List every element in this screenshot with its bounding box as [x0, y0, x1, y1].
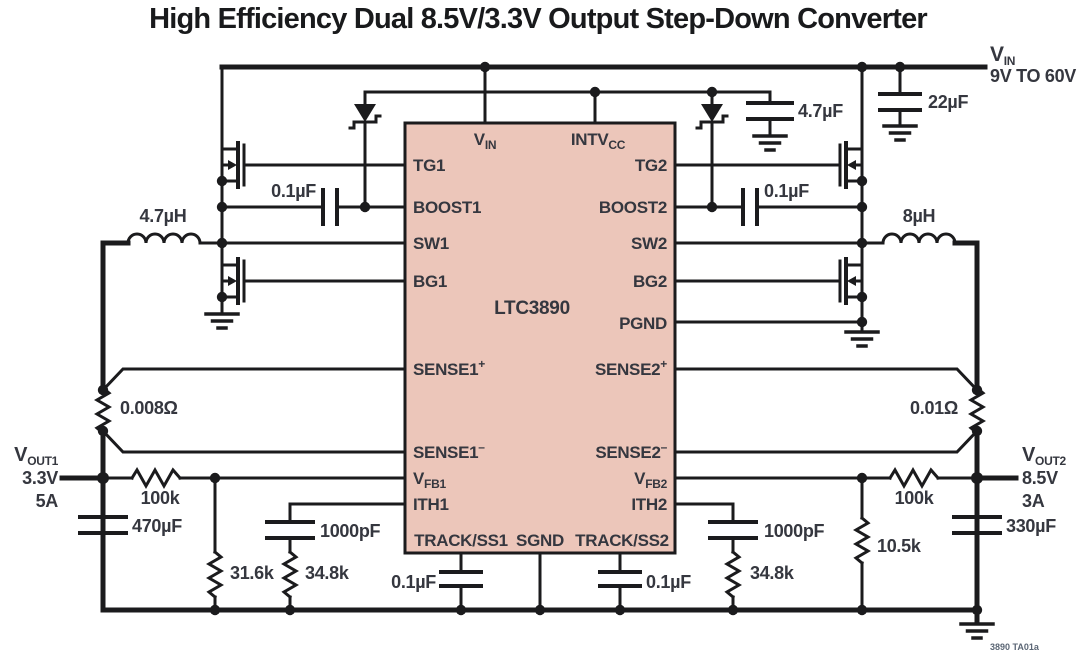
resistor-icon	[855, 517, 869, 564]
pin-label-tg1: TG1	[413, 156, 445, 175]
schottky-diode-icon	[348, 90, 382, 130]
pin-label-sense1-minus: SENSE1–	[413, 440, 485, 462]
resistor-icon	[726, 551, 740, 598]
schematic-title: High Efficiency Dual 8.5V/3.3V Output St…	[149, 3, 927, 35]
ic-body	[403, 121, 677, 555]
cvcc-value: 4.7µF	[798, 101, 843, 121]
l2-value: 8µH	[903, 206, 935, 226]
capacitor-icon	[708, 520, 758, 540]
rs1-value: 0.008Ω	[120, 398, 178, 418]
pin-label-boost1: BOOST1	[413, 198, 481, 217]
ground-icon	[752, 134, 788, 152]
css1-value: 0.1µF	[391, 572, 436, 592]
ground-icon	[959, 622, 995, 640]
wire	[673, 502, 735, 524]
resistor-icon	[131, 469, 181, 487]
figure-footnote: 3890 TA01a	[990, 642, 1040, 652]
cb1-value: 0.1µF	[271, 181, 316, 201]
capacitor-icon	[265, 520, 315, 540]
component-symbols	[78, 61, 1002, 640]
ground-icon	[882, 124, 918, 142]
resistor-icon	[283, 551, 297, 598]
capacitor-icon	[741, 188, 759, 226]
wire	[673, 428, 980, 454]
capacitor-icon	[878, 92, 922, 112]
rfb2-bot-value: 10.5k	[877, 536, 922, 556]
pin-label-tg2: TG2	[635, 156, 667, 175]
cith1-value: 1000pF	[320, 521, 381, 541]
ground-icon	[204, 312, 240, 330]
capacitor-icon	[78, 515, 128, 535]
pin-label-bg2: BG2	[633, 272, 667, 291]
cout1-value: 470µF	[132, 516, 182, 536]
rfb1-top-value: 100k	[141, 488, 181, 508]
pin-label-pgnd: PGND	[619, 314, 667, 333]
capacitor-icon	[746, 101, 794, 121]
cout2-value: 330µF	[1006, 516, 1056, 536]
pin-label-vin: VIN	[474, 130, 496, 152]
rith2-value: 34.8k	[750, 563, 795, 583]
pin-label-bg1: BG1	[413, 272, 447, 291]
vout1-label: VOUT1	[14, 444, 58, 468]
cb2-value: 0.1µF	[764, 181, 809, 201]
capacitor-icon	[952, 515, 1002, 535]
pin-label-sense2-minus: SENSE2–	[595, 440, 667, 462]
pin-label-intvcc: INTVCC	[571, 130, 626, 152]
vout2-voltage: 8.5V	[1022, 468, 1058, 488]
rs2-value: 0.01Ω	[910, 398, 958, 418]
pin-label-sense2-plus: SENSE2+	[595, 357, 667, 379]
pin-label-vfb2: VFB2	[634, 469, 667, 491]
pin-label-ith1: ITH1	[413, 495, 449, 514]
rfb2-top-value: 100k	[895, 488, 935, 508]
wire	[100, 428, 407, 454]
cin-value: 22µF	[928, 92, 968, 112]
vout1-voltage: 3.3V	[22, 468, 58, 488]
css2-value: 0.1µF	[646, 572, 691, 592]
wire	[100, 367, 407, 393]
ground-icon	[844, 330, 880, 348]
pin-label-sgnd: SGND	[516, 531, 564, 550]
capacitor-icon	[439, 570, 483, 588]
junction-dots	[97, 61, 983, 616]
pin-label-trackss1: TRACK/SS1	[414, 531, 508, 550]
inductor-icon	[127, 233, 201, 244]
capacitor-icon	[321, 188, 339, 226]
pin-label-ith2: ITH2	[631, 495, 667, 514]
pin-label-trackss2: TRACK/SS2	[575, 531, 669, 550]
schottky-diode-icon	[695, 90, 729, 130]
vin-range-label: 9V TO 60V	[990, 66, 1076, 86]
l1-value: 4.7µH	[140, 206, 187, 226]
resistor-icon	[889, 469, 939, 487]
pin-label-boost2: BOOST2	[599, 198, 667, 217]
pin-label-vfb1: VFB1	[413, 469, 446, 491]
vout1-current: 5A	[36, 491, 59, 511]
pin-label-sw1: SW1	[413, 234, 449, 253]
ic-part-number: LTC3890	[494, 298, 570, 319]
pin-label-sw2: SW2	[631, 234, 667, 253]
vout2-current: 3A	[1022, 491, 1045, 511]
rith1-value: 34.8k	[305, 563, 350, 583]
cith2-value: 1000pF	[764, 521, 825, 541]
rfb1-bot-value: 31.6k	[230, 563, 275, 583]
wire	[288, 502, 407, 524]
vout2-label: VOUT2	[1022, 444, 1066, 468]
pin-label-sense1-plus: SENSE1+	[413, 357, 485, 379]
capacitor-icon	[598, 570, 642, 588]
inductor-icon	[882, 233, 956, 244]
wire	[673, 367, 980, 393]
resistor-icon	[208, 551, 222, 598]
vin-supply-label: VIN	[990, 43, 1015, 68]
